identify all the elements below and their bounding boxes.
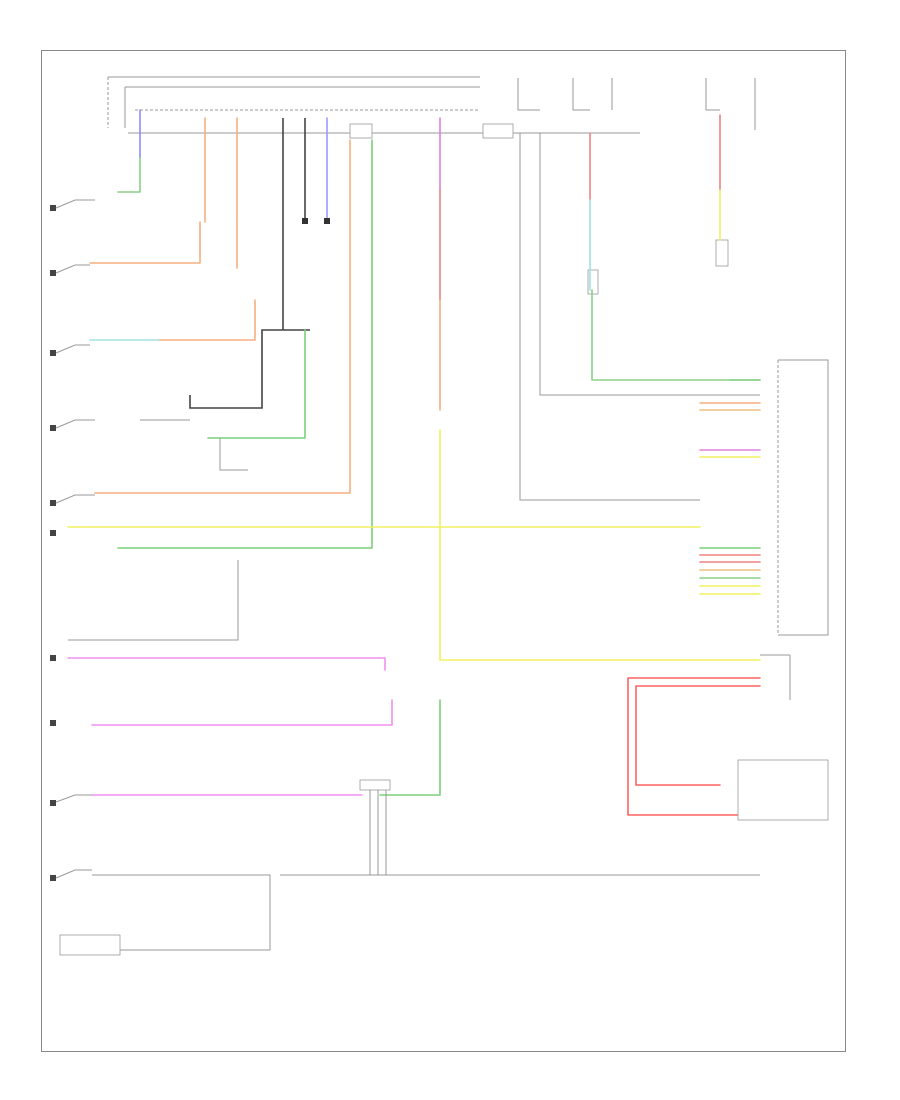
top-right-components	[517, 78, 760, 501]
ecu-box	[760, 359, 829, 700]
ecu-pins	[699, 379, 761, 595]
junction-connector	[482, 123, 514, 139]
connector	[587, 269, 599, 295]
connector	[359, 779, 391, 791]
switch-symbols	[55, 199, 121, 956]
connector	[59, 934, 121, 956]
connector	[715, 239, 729, 267]
diagram-frame	[41, 50, 846, 1052]
switch-assembly	[737, 759, 829, 821]
top-bus	[107, 76, 640, 139]
ground-symbols	[50, 205, 56, 881]
junction-connector	[349, 123, 373, 139]
